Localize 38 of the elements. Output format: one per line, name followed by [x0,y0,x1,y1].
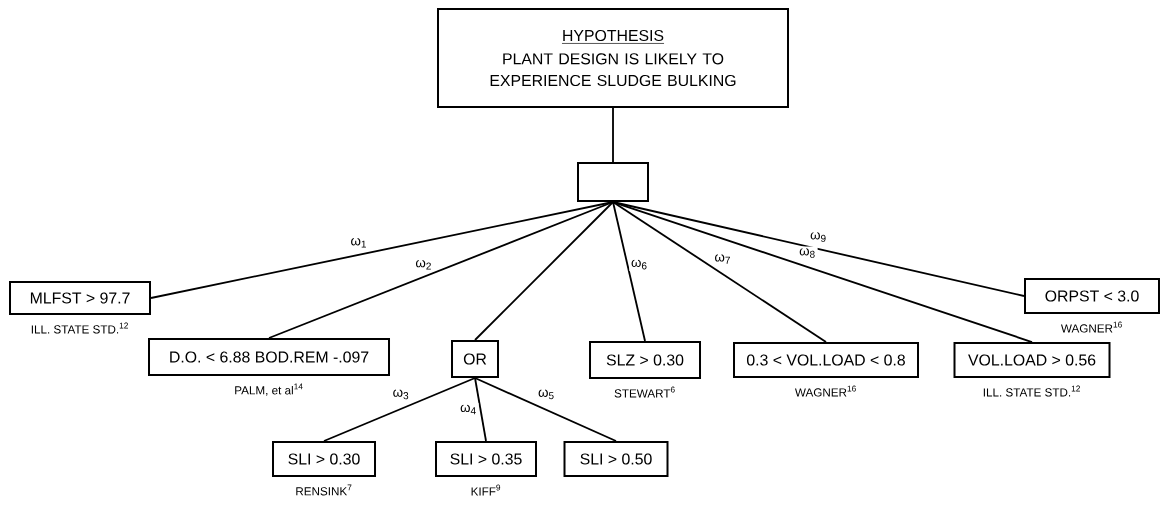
weight-label: ω$_{2}$ [413,258,434,272]
reference-label: STEWART$^{6}$ [614,386,675,398]
connector-line [612,201,646,342]
reference-label: ILL. STATE STD.$^{12}$ [983,385,1080,397]
condition-box: ORPST < 3.0 [1024,278,1160,314]
weight-label: ω$_{6}$ [629,258,650,272]
condition-box: 0.3 < VOL.LOAD < 0.8 [733,342,919,378]
weight-label: ω$_{7}$ [712,252,733,266]
connector-line [612,107,614,163]
condition-box: SLI > 0.50 [563,441,669,477]
connector-line [474,201,614,341]
reference-label: RENSINK$^{7}$ [296,484,352,496]
reference-label: WAGNER$^{16}$ [794,385,856,397]
connector-line [474,377,487,442]
weight-label: ω$_{4}$ [458,403,479,416]
reference-label: KIFF$^{9}$ [471,484,501,496]
weight-label: ω$_{8}$ [797,246,818,260]
reference-label: PALM, et al$^{14}$ [235,383,303,396]
condition-box: D.O. < 6.88 BOD.REM -.097 [148,338,390,376]
condition-box: OR [451,340,499,378]
condition-box: SLZ > 0.30 [589,341,701,379]
connector-line [323,377,476,442]
empty-box [577,162,649,202]
connector-line [612,201,827,343]
connector-line [474,377,617,442]
reference-label: WAGNER$^{16}$ [1060,321,1122,333]
condition-box: VOL.LOAD > 0.56 [953,342,1111,378]
reference-label: ILL. STATE STD.$^{12}$ [31,322,128,334]
condition-box: SLI > 0.30 [272,441,376,477]
condition-box: SLI > 0.35 [435,441,537,477]
condition-box: MLFST > 97.7 [9,281,151,315]
weight-label: ω$_{3}$ [391,387,412,401]
connector-line [268,201,614,339]
connector-line [150,201,614,299]
weight-label: ω$_{1}$ [348,236,369,250]
weight-label: ω$_{9}$ [808,230,829,244]
weight-label: ω$_{5}$ [536,387,557,401]
hypothesis-box: HYPOTHESIS PLANT DESIGN IS LIKELY TO EXPERIENCE SLUDGE BULKING [437,8,789,108]
